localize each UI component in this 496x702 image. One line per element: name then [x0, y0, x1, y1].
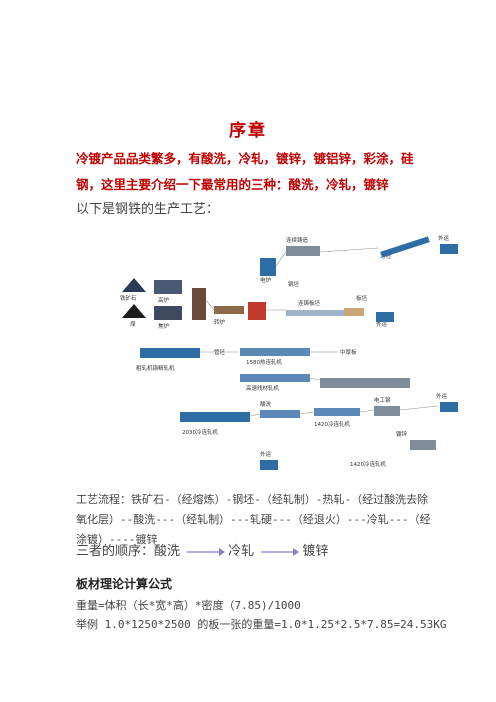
order-label: 三者的顺序： [76, 544, 155, 559]
label-galvanize: 镀锌 [396, 430, 408, 438]
label-rolling: 粗轧机钢精轧机 [136, 364, 175, 372]
truck-3-shape [440, 402, 458, 412]
label-converter: 转炉 [214, 318, 226, 326]
coal-pile: 煤 [122, 304, 146, 328]
label-export-1: 外运 [438, 234, 450, 242]
label-pickling: 酸洗 [260, 400, 272, 408]
label-export-2: 外运 [376, 320, 388, 328]
cold-mill-right-shape [314, 408, 360, 416]
order-step-2: 冷轧 [228, 544, 255, 559]
truck-4-shape [260, 460, 278, 470]
label-wire: 高速线材轧机 [246, 384, 280, 392]
intro-paragraph: 冷镀产品品类繁多，有酸洗，冷轧，镀锌，镀铝锌，彩涂，硅钢，这里主要介绍一下最常用… [76, 151, 414, 192]
label-cast-slab: 连铸板坯 [298, 299, 321, 307]
label-coke-oven: 焦炉 [158, 322, 170, 330]
arrow-right-icon [261, 547, 300, 556]
formula-heading: 板材理论计算公式 [76, 577, 173, 591]
wire-mill-shape [240, 374, 310, 382]
flow-connectors [200, 247, 439, 417]
hot-strip-mill-shape [240, 348, 310, 356]
order-step-3: 镀锌 [302, 544, 329, 559]
iron-ore-pile: 铁矿石 [120, 278, 146, 302]
blast-furnace-shape [154, 280, 182, 294]
slab-stack-shape [344, 308, 364, 316]
production-intro: 以下是钢铁的生产工艺： [76, 202, 220, 217]
label-hot-strip: 1580热连轧机 [246, 358, 282, 366]
coil-products-shape [320, 378, 410, 388]
label-blast-furnace: 高炉 [158, 296, 170, 304]
galvanize-line-shape [410, 440, 436, 450]
electric-furnace-shape [260, 258, 276, 276]
coating-line-shape [374, 406, 400, 416]
label-billet: 钢坯 [288, 280, 300, 288]
product-billets-shape [380, 236, 430, 258]
label-export-4: 外运 [260, 450, 272, 458]
roughing-mill-shape [140, 348, 200, 358]
pickling-line-shape [260, 410, 300, 418]
furnace-tower-shape [192, 288, 206, 320]
process-flow-text: 工艺流程：铁矿石-（经熔炼）-钢坯-（经轧制）-热轧-（经过酸洗去除氧化层）--… [76, 493, 431, 546]
truck-1-shape [440, 244, 458, 254]
label-slab: 板坯 [356, 294, 368, 302]
label-cold-mill-left: 2030冷连轧机 [182, 428, 218, 436]
label-continuous-casting: 连续铸造 [286, 236, 309, 244]
coke-oven-shape [154, 306, 182, 320]
slab-conveyor-shape [286, 310, 346, 316]
label-cold-mill-right: 1420冷连轧机 [314, 420, 350, 428]
example-line: 举例 1.0*1250*2500 的板一张的重量=1.0*1.25*2.5*7.… [76, 618, 447, 631]
label-iron-ore: 铁矿石 [120, 294, 137, 302]
cold-mill-left-shape [180, 412, 250, 422]
order-step-1: 酸洗 [154, 544, 181, 559]
label-coating: 电工钢 [374, 396, 391, 404]
formula-line: 重量=体积（长*宽*高）*密度（7.85)/1000 [76, 599, 301, 612]
ladle-shape [214, 306, 244, 314]
label-cold-mill2-lower: 1420冷连轧机 [350, 460, 386, 468]
steel-production-diagram: 铁矿石 煤 高炉 焦炉 转炉 电炉 连续铸造 钢坯 连铸板坯 方坯 外运 板坯 … [120, 234, 458, 470]
label-export-3: 外运 [436, 392, 448, 400]
label-electric-furnace: 电炉 [260, 276, 272, 284]
caster-shape [286, 246, 320, 256]
label-coal: 煤 [130, 320, 136, 328]
truck-2-shape [376, 312, 394, 322]
page-title: 序章 [229, 121, 267, 141]
converter-shape [248, 302, 266, 320]
arrow-right-icon [187, 547, 226, 556]
process-order: 三者的顺序：酸洗 冷轧 镀锌 [76, 540, 328, 559]
label-plate: 中厚板 [340, 348, 357, 356]
